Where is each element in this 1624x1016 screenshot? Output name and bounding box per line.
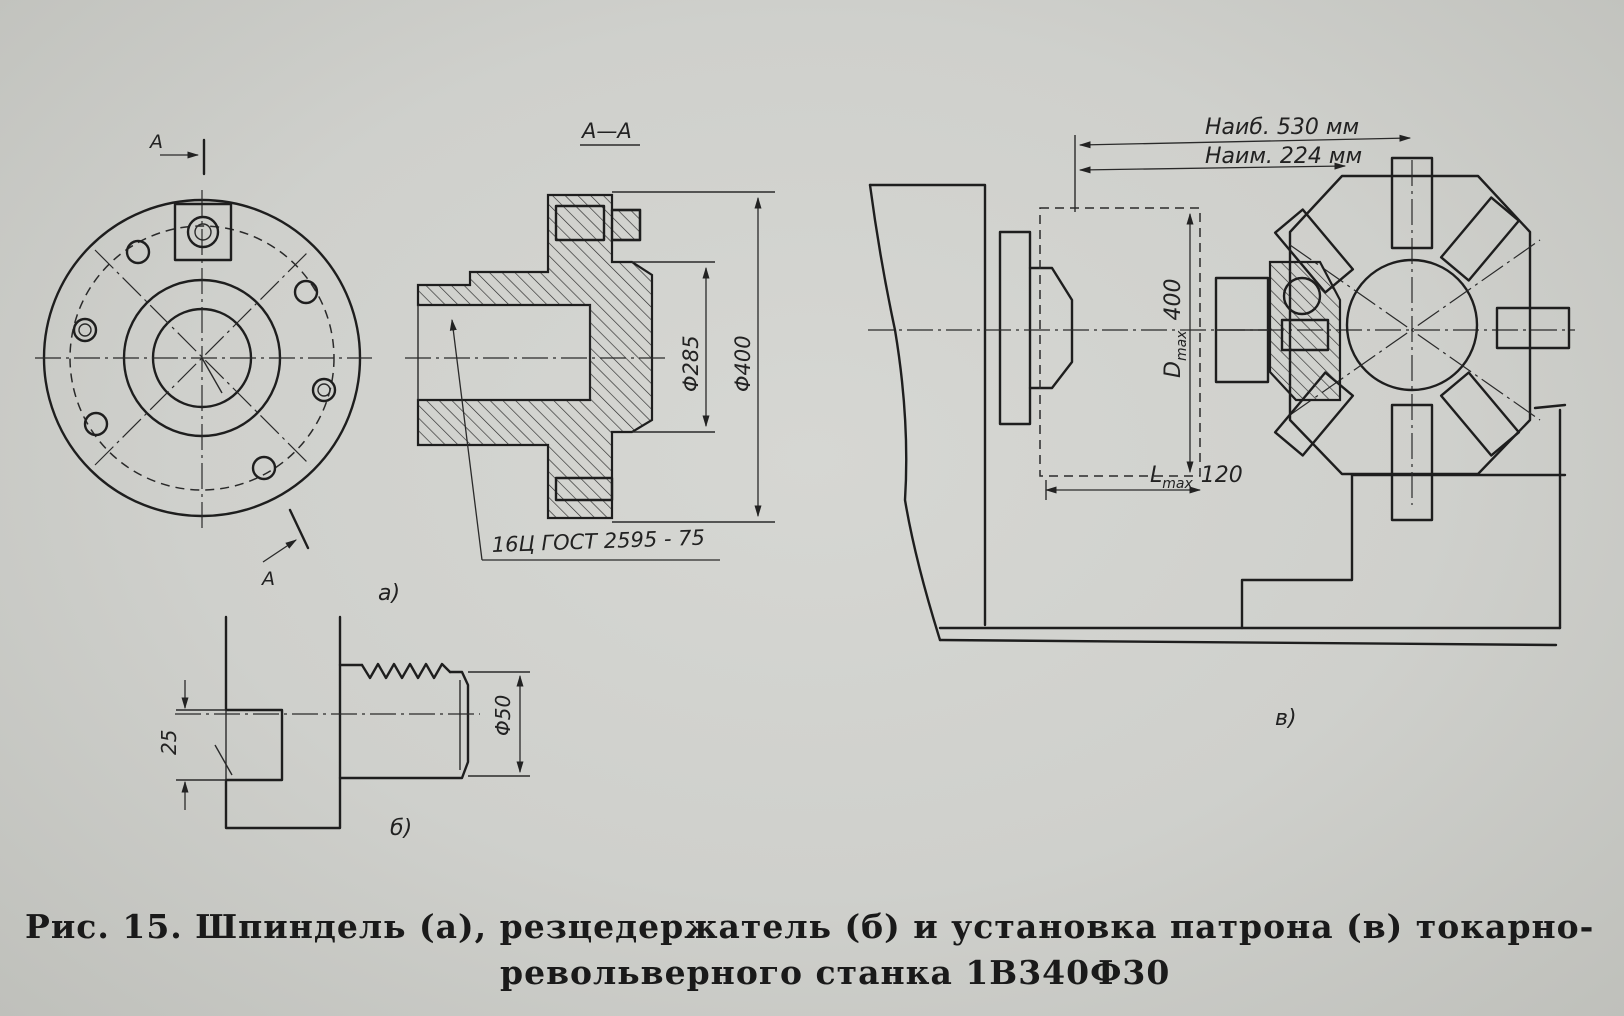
caption-line-2: револьверного станка 1В340Ф30 — [500, 953, 1171, 992]
dim-lmax-letter: L — [1150, 463, 1162, 488]
dim-lmax-value: 120 — [1201, 463, 1243, 488]
dim-dmax-sub: max — [1174, 330, 1190, 361]
spindle-section-view — [405, 191, 775, 561]
dim-dmax-group: Dmax 400 — [1161, 279, 1190, 378]
dim-d285: Φ285 — [679, 335, 703, 392]
section-marker-top: А — [148, 131, 163, 153]
spindle-front-view — [35, 138, 372, 563]
sublabel-a: а) — [378, 581, 400, 606]
sublabel-b: б) — [390, 816, 412, 841]
dim-min-label: Наим. 224 мм — [1205, 144, 1362, 169]
dim-dmax-letter: D — [1161, 361, 1186, 378]
thread-note: 16Ц ГОСТ 2595 - 75 — [491, 526, 705, 557]
chuck-installation-view — [868, 134, 1575, 647]
dim-d400: Φ400 — [731, 335, 755, 392]
dim-lmax-group: Lmax 120 — [1150, 463, 1243, 492]
dim-dmax-value: 400 — [1161, 279, 1186, 321]
section-title: А—А — [580, 119, 632, 143]
sublabel-v: в) — [1275, 706, 1297, 731]
dim-25: 25 — [157, 730, 181, 755]
section-marker-bottom: А — [260, 568, 275, 590]
svg-text:Dmax400: Dmax 400 — [1161, 279, 1190, 378]
caption-line-1: Рис. 15. Шпиндель (а), резцедержатель (б… — [25, 907, 1595, 946]
dim-max-label: Наиб. 530 мм — [1205, 115, 1359, 140]
toolholder-view — [175, 615, 530, 830]
dim-lmax-sub: max — [1162, 476, 1193, 492]
dim-d50: Φ50 — [491, 695, 515, 736]
